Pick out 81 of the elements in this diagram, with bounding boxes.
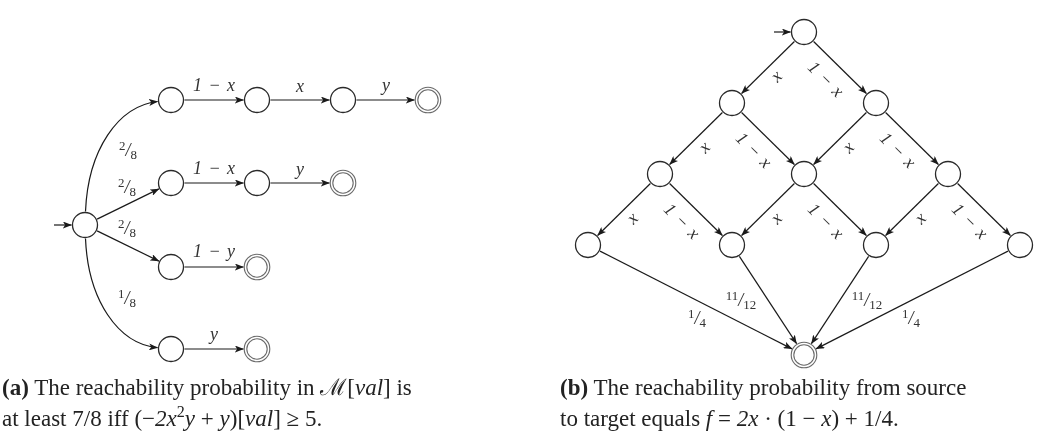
edge-label: 1 − x [804,199,848,243]
arrow [183,345,245,353]
state-circle [934,160,962,188]
edge-label: 1 − x [732,128,776,172]
state-circle [243,86,271,114]
arrow [741,111,795,166]
arrow [96,230,160,262]
edge-label: 1 − x [804,57,848,101]
edge-label: 1 − x [948,199,992,243]
edge-label: $^{1}$/$_{4}$ [688,309,706,327]
arrow [810,255,870,345]
edge-label: $^{1}$/$_{8}$ [118,289,136,307]
state-circle [862,89,890,117]
arrow [183,96,245,104]
arrow [813,182,867,237]
arrow [738,255,798,345]
arrow [813,40,867,95]
edge-label: 1 − x [192,76,236,94]
figure-caption: (b) The reachability probability from source to target equals f = 2x · (1 − x) + 1/4. [560,374,968,433]
edge-label: x [622,208,642,228]
arrow [885,111,939,166]
state-circle [718,89,746,117]
edge-label: 1 − y [192,242,236,260]
edge-label: x [766,66,786,86]
arrow [183,263,245,271]
arrow [741,182,795,237]
edge-label: $^{11}$/$_{12}$ [725,291,757,309]
edge-label: y [382,76,390,94]
arrow [885,182,939,237]
edge-label: x [766,208,786,228]
arrow [269,179,331,187]
edge-label: $^{2}$/$_{8}$ [118,178,136,196]
arrow [597,182,651,237]
edge-label: $^{11}$/$_{12}$ [851,291,883,309]
state-circle [574,231,602,259]
arrow [269,96,331,104]
accepting-state-circle [414,86,442,114]
state-circle [71,211,99,239]
edge-label: 1 − x [660,199,704,243]
state-circle [157,169,185,197]
state-circle [157,86,185,114]
arrow [741,40,795,95]
state-circle [646,160,674,188]
accepting-state-circle [243,335,271,363]
state-circle [157,335,185,363]
edge-label: x [296,77,304,95]
edge-label: y [210,325,218,343]
arrow [669,182,723,237]
edge-label: x [694,137,714,157]
state-circle [862,231,890,259]
arrow [355,96,416,104]
arrow [183,179,245,187]
curved-arrow [84,237,159,350]
arrow [599,250,793,350]
arrow [669,111,723,166]
state-circle [157,253,185,281]
state-circle [329,86,357,114]
state-circle [1006,231,1034,259]
arrow [773,28,792,36]
edge-label: $^{2}$/$_{8}$ [119,141,137,159]
state-circle [718,231,746,259]
edge-label: y [296,160,304,178]
state-circle [243,169,271,197]
state-circle [790,18,818,46]
accepting-state-circle [790,341,818,369]
accepting-state-circle [329,169,357,197]
edge-label: $^{2}$/$_{8}$ [118,219,136,237]
edge-label: x [910,208,930,228]
edge-label: $^{1}$/$_{4}$ [902,309,920,327]
edge-label: x [838,137,858,157]
accepting-state-circle [243,253,271,281]
figure-caption: (a) The reachability probability in ℳ[val] is at least 7/8 iff (−2x$^{2}$y + y)[val] ≥ 5. [2,374,413,433]
arrow [53,221,73,229]
state-circle [790,160,818,188]
arrow [813,111,867,166]
arrow [815,250,1009,350]
curved-arrow [84,99,159,213]
edge-label: 1 − x [876,128,920,172]
arrow [957,182,1011,237]
arrow [96,188,160,220]
edge-label: 1 − x [192,159,236,177]
